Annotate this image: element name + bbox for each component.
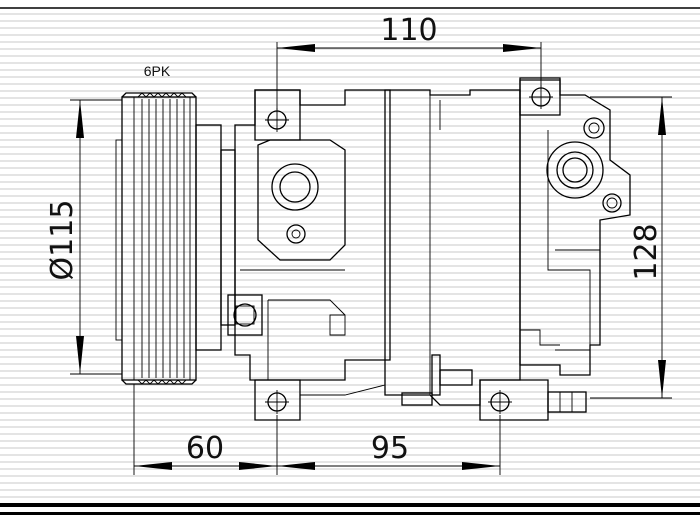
bottom-border-bar bbox=[0, 503, 700, 507]
dimension-60-95 bbox=[133, 384, 501, 475]
compressor-body bbox=[227, 77, 631, 421]
dimension-top-width-label: 110 bbox=[380, 13, 437, 48]
bottom-border-bar-2 bbox=[0, 512, 700, 515]
dimension-height-label: 128 bbox=[629, 223, 664, 280]
dimension-110 bbox=[276, 42, 542, 110]
dimension-pulley-offset-label: 60 bbox=[186, 431, 224, 466]
dimension-bolt-spacing-label: 95 bbox=[371, 431, 409, 466]
pulley-groove-label: 6PK bbox=[144, 63, 171, 79]
background-hatch-lines bbox=[0, 13, 700, 498]
pulley bbox=[115, 92, 236, 385]
dimension-pulley-diameter-label: Ø115 bbox=[45, 200, 80, 281]
dimension-pulley-diameter bbox=[70, 99, 122, 375]
dimension-128 bbox=[590, 96, 672, 399]
